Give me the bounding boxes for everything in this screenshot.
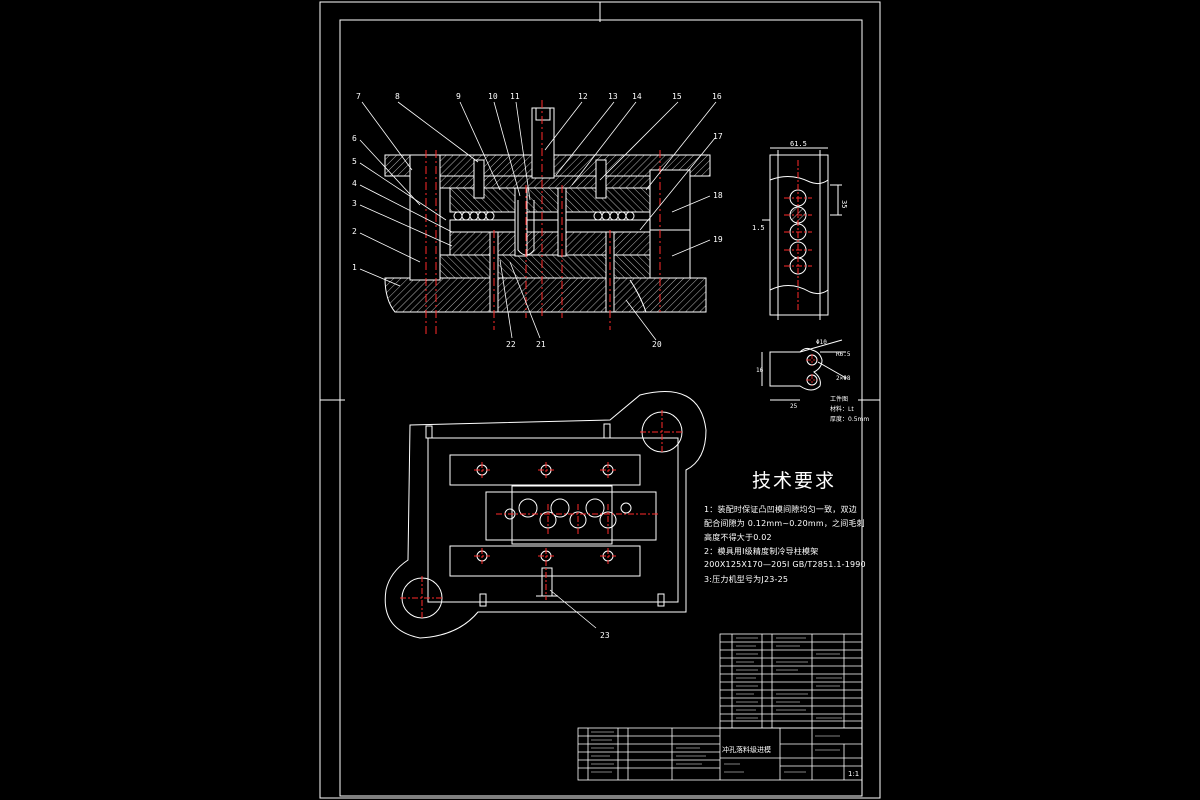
tech-line: 配合间隙为 0.12mm~0.20mm，之间毛刺	[704, 519, 865, 528]
parts-list-fill	[736, 637, 842, 719]
workpiece-hole-count-dimension: 2×Φ8	[836, 375, 851, 382]
strip-centerlines	[784, 160, 812, 312]
part-number: 1	[352, 263, 357, 272]
strip-layout-view	[762, 147, 842, 320]
part-number: 16	[712, 92, 722, 101]
plan-centerlines	[400, 410, 684, 620]
part-number: 3	[352, 199, 357, 208]
strip-width-dimension: 61.5	[790, 140, 807, 148]
part-number: 2	[352, 227, 357, 236]
part-number: 18	[713, 191, 723, 200]
part-number: 7	[356, 92, 361, 101]
part-number: 4	[352, 179, 357, 188]
part-number: 5	[352, 157, 357, 166]
strip-side-dimension: 1.5	[752, 224, 765, 232]
workpiece-width-dimension: 25	[790, 403, 798, 410]
workpiece-dimensions: Φ10 R6.5 2×Φ8 16 25	[756, 339, 851, 410]
workpiece-hole-dimension: Φ10	[816, 339, 827, 346]
tech-title: 技术要求	[752, 470, 837, 492]
workpiece-height-dimension: 16	[756, 367, 764, 374]
centerlines	[425, 100, 661, 336]
part-number: 13	[608, 92, 618, 101]
strip-dimensions: 61.5 35 1.5	[752, 140, 848, 232]
drawing-scale: 1:1	[848, 770, 859, 778]
workpiece-drawing	[761, 339, 847, 401]
workpiece-title: 工件图	[830, 396, 849, 403]
part-number: 8	[395, 92, 400, 101]
tech-line: 高度不得大于0.02	[704, 533, 772, 542]
part-number: 6	[352, 134, 357, 143]
part-number: 14	[632, 92, 642, 101]
parts-list-table	[719, 633, 863, 729]
part-number: 23	[600, 631, 610, 640]
part-number: 11	[510, 92, 520, 101]
leader-lines	[359, 101, 717, 629]
sheet-frame	[319, 1, 881, 799]
workpiece-radius-dimension: R6.5	[836, 351, 851, 358]
part-number: 12	[578, 92, 588, 101]
tech-line: 2：模具用I级精度制冷导柱模架	[704, 547, 819, 556]
title-block-fill	[591, 731, 840, 773]
part-number: 21	[536, 340, 546, 349]
workpiece-thickness: 厚度：0.5mm	[830, 416, 870, 423]
part-number-labels: 7 8 9 10 11 12 13 14 15 16 6 5 4 3 2 1 1…	[352, 92, 723, 640]
part-number: 17	[713, 132, 723, 141]
title-block	[577, 727, 863, 781]
assembly-section-view	[384, 107, 711, 313]
tech-line: 3:压力机型号为J23-25	[704, 575, 789, 584]
tech-line: 1：装配时保证凸凹模间隙均匀一致，双边	[704, 505, 857, 514]
part-number: 22	[506, 340, 516, 349]
strip-pitch-dimension: 35	[840, 200, 848, 208]
plan-view	[384, 391, 707, 639]
part-number: 9	[456, 92, 461, 101]
drawing-name: 冲孔落料级进模	[722, 745, 771, 754]
workpiece-material: 材料：Lt	[830, 406, 854, 413]
title-block-text: 冲孔落料级进模 1:1	[722, 745, 859, 778]
part-number: 15	[672, 92, 682, 101]
part-number: 19	[713, 235, 723, 244]
workpiece-centerlines	[806, 354, 818, 386]
tech-line: 200X125X170—205I GB/T2851.1-1990	[704, 560, 866, 569]
part-number: 20	[652, 340, 662, 349]
part-number: 10	[488, 92, 498, 101]
